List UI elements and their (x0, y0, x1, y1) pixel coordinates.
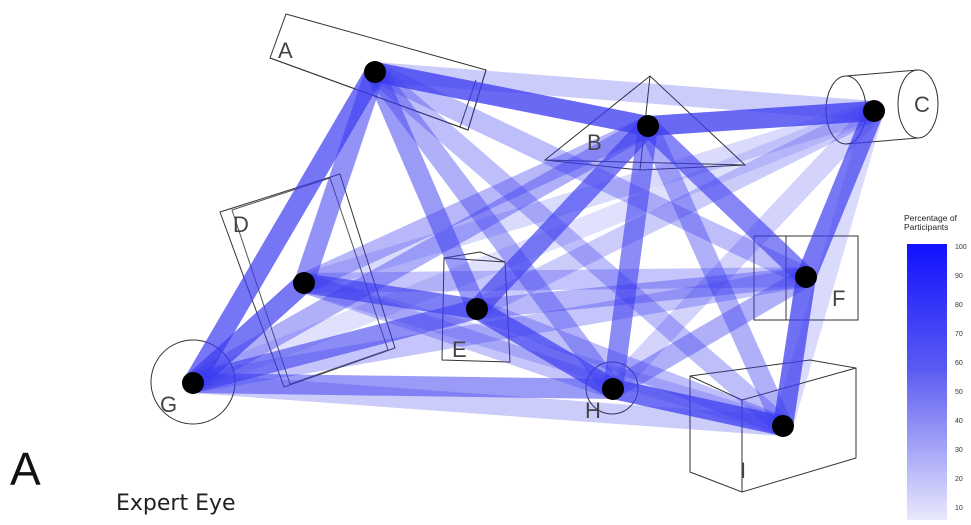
legend-tick: 70 (955, 331, 963, 338)
legend-title-line2: Participants (904, 222, 949, 232)
node-label-d: D (233, 212, 249, 237)
edge-h-f (607, 268, 812, 398)
node-label-e: E (452, 337, 467, 362)
node-d (293, 272, 315, 294)
node-a (364, 61, 386, 83)
edge-d-g (186, 275, 311, 391)
legend-tick: 60 (955, 360, 963, 367)
node-label-g: G (160, 392, 177, 417)
legend-tick: 20 (955, 476, 963, 483)
edge-c-e (472, 102, 879, 318)
edge-b-i (638, 121, 793, 431)
edge-c-h (605, 104, 882, 396)
node-label-f: F (832, 286, 845, 311)
edge-d-f (303, 267, 807, 293)
edge-g-e (190, 299, 480, 393)
edge-b-c (647, 101, 875, 136)
edge-b-f (641, 118, 813, 285)
node-b (637, 115, 659, 137)
aoi-labels: A B C D E F G H I (160, 38, 930, 483)
edge-a-b (373, 62, 650, 136)
node-i (772, 415, 794, 437)
legend-tick: 10 (955, 505, 963, 512)
node-label-c: C (914, 92, 930, 117)
edge-b-g (188, 117, 653, 392)
edge-a-e (365, 68, 487, 313)
legend-tick: 50 (955, 389, 963, 396)
legend-tick: 80 (955, 302, 963, 309)
panel-letter: A (10, 443, 41, 495)
edge-h-e (471, 300, 619, 398)
node-label-b: B (587, 130, 602, 155)
edge-f-i (773, 275, 816, 428)
node-g (182, 372, 204, 394)
legend-color-bar (907, 244, 947, 520)
edge-e-d (302, 273, 479, 319)
legend-title: Percentage of Participants (904, 214, 957, 232)
edge-g-h (192, 373, 614, 399)
edge-a-h (367, 65, 621, 396)
edge-g-a (184, 66, 384, 389)
legend-tick: 90 (955, 273, 963, 280)
edge-i-h (610, 379, 786, 436)
edge-e-f (476, 267, 807, 319)
edge-b-h (603, 124, 658, 391)
edge-b-e (469, 119, 656, 316)
transition-edges (184, 62, 884, 436)
figure-caption: Expert Eye (116, 491, 236, 516)
node-label-h: H (585, 398, 601, 423)
node-e (466, 298, 488, 320)
shape-i-box (689, 359, 857, 493)
node-label-i: I (740, 458, 746, 483)
node-label-a: A (278, 38, 293, 63)
aoi-nodes (182, 61, 885, 437)
legend-tick: 100 (955, 244, 967, 251)
edge-a-i (368, 64, 790, 434)
legend-tick: 40 (955, 418, 963, 425)
edge-c-f (796, 107, 884, 281)
edge-b-d (299, 116, 653, 293)
node-c (863, 100, 885, 122)
legend-title-line1: Percentage of (904, 213, 957, 223)
node-h (602, 378, 624, 400)
node-f (795, 266, 817, 288)
legend-tick: 30 (955, 447, 963, 454)
